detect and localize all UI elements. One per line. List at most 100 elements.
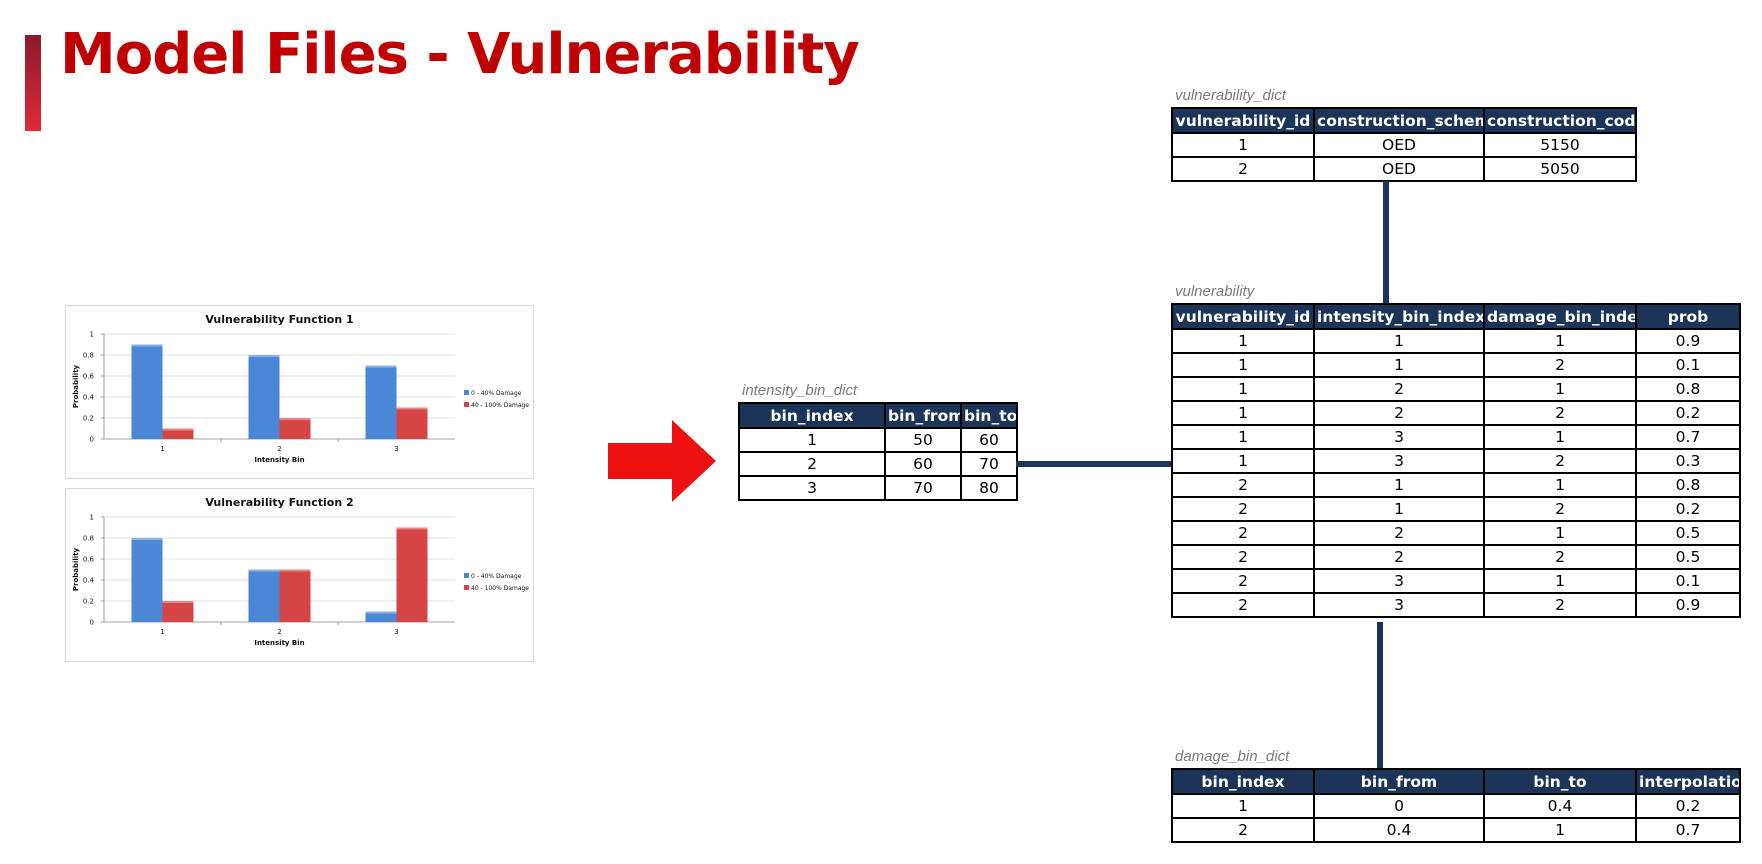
- y-tick-label: 0.8: [83, 535, 94, 543]
- column-header: bin_to: [960, 402, 1018, 429]
- y-axis-label: Probability: [72, 364, 80, 408]
- legend-entry: 0 - 40% Damage: [471, 390, 522, 397]
- x-axis-label: Intensity Bin: [254, 639, 304, 647]
- table-cell: 80: [960, 475, 1018, 501]
- legend-entry: 40 - 100% Damage: [471, 402, 529, 409]
- table-cell: 0.8: [1635, 472, 1741, 498]
- column-header: construction_scheme: [1313, 107, 1485, 134]
- table-cell: 1: [1171, 424, 1315, 450]
- table-cell: 1: [1171, 376, 1315, 402]
- y-axis-label: Probability: [72, 547, 80, 591]
- slide-title: Model Files - Vulnerability: [60, 22, 860, 87]
- bar-low-damage: [365, 365, 397, 439]
- table-cell: 1: [1313, 328, 1485, 354]
- table-cell: 1: [1483, 568, 1637, 594]
- table-cell: 2: [1313, 520, 1485, 546]
- bar-highlight: [248, 355, 280, 357]
- table-cell: 5050: [1483, 156, 1637, 182]
- x-tick-label: 1: [160, 445, 164, 453]
- bar-low-damage: [131, 538, 163, 622]
- damage-bin-dict-table: bin_indexbin_frombin_tointerpolation100.…: [1171, 768, 1741, 843]
- table-cell: 0.7: [1635, 424, 1741, 450]
- table-cell: OED: [1313, 132, 1485, 158]
- table-cell: 1: [1483, 520, 1637, 546]
- table-cell: 2: [1171, 472, 1315, 498]
- table-cell: 2: [1483, 592, 1637, 618]
- table-cell: 0.5: [1635, 520, 1741, 546]
- column-header: interpolation: [1635, 768, 1741, 795]
- x-tick-label: 2: [277, 445, 281, 453]
- column-header: bin_index: [738, 402, 886, 429]
- bar-highlight: [131, 538, 163, 540]
- table-cell: 1: [1313, 352, 1485, 378]
- table-cell: 0: [1313, 793, 1485, 819]
- table-label-intensity-bin-dict: intensity_bin_dict: [742, 382, 858, 399]
- chart-title: Vulnerability Function 2: [205, 496, 353, 509]
- table-cell: 2: [1483, 352, 1637, 378]
- table-cell: 60: [884, 451, 962, 477]
- y-tick-label: 0: [90, 619, 94, 627]
- legend-swatch: [464, 402, 469, 407]
- table-cell: 1: [1483, 424, 1637, 450]
- bar-highlight: [279, 569, 311, 572]
- table-cell: 1: [1171, 328, 1315, 354]
- bar-low-damage: [131, 344, 163, 439]
- table-cell: 1: [1171, 448, 1315, 474]
- table-cell: 0.5: [1635, 544, 1741, 570]
- y-tick-label: 0: [90, 436, 94, 444]
- table-cell: 3: [1313, 592, 1485, 618]
- chart-title: Vulnerability Function 1: [205, 313, 353, 326]
- y-tick-label: 1: [90, 514, 94, 522]
- right-arrow-icon: [608, 420, 716, 502]
- column-header: prob: [1635, 303, 1741, 330]
- table-cell: 2: [1171, 156, 1315, 182]
- legend-entry: 0 - 40% Damage: [471, 573, 522, 580]
- table-cell: 2: [738, 451, 886, 477]
- table-cell: 1: [1313, 496, 1485, 522]
- table-cell: 1: [1171, 793, 1315, 819]
- table-cell: 2: [1313, 400, 1485, 426]
- table-cell: 0.4: [1483, 793, 1637, 819]
- table-cell: 1: [1483, 472, 1637, 498]
- x-tick-label: 2: [277, 628, 281, 636]
- bar-highlight: [365, 611, 397, 614]
- table-cell: 2: [1483, 448, 1637, 474]
- table-cell: 3: [738, 475, 886, 501]
- table-cell: 60: [960, 427, 1018, 453]
- table-cell: 2: [1483, 544, 1637, 570]
- x-tick-label: 3: [394, 445, 398, 453]
- column-header: damage_bin_index: [1483, 303, 1637, 330]
- table-cell: 70: [884, 475, 962, 501]
- table-cell: 0.2: [1635, 496, 1741, 522]
- table-cell: 3: [1313, 424, 1485, 450]
- table-cell: 1: [1171, 132, 1315, 158]
- table-cell: 0.1: [1635, 352, 1741, 378]
- y-tick-label: 0.4: [83, 577, 95, 585]
- table-cell: 70: [960, 451, 1018, 477]
- column-header: construction_code: [1483, 107, 1637, 134]
- x-axis-label: Intensity Bin: [254, 456, 304, 464]
- column-header: bin_index: [1171, 768, 1315, 795]
- table-cell: 1: [1171, 400, 1315, 426]
- table-cell: 0.2: [1635, 400, 1741, 426]
- y-tick-label: 0.8: [83, 352, 94, 360]
- table-cell: 2: [1483, 400, 1637, 426]
